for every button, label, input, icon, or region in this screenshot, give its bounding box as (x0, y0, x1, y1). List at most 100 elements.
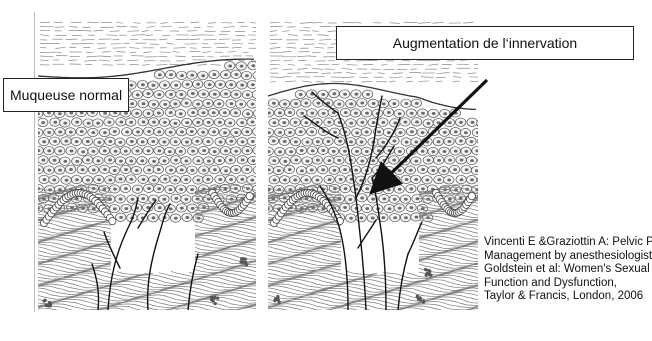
cell-nucleus (278, 131, 282, 134)
epithelial-cell (450, 185, 460, 193)
cell-nucleus (119, 216, 123, 219)
keratin-stroke (284, 60, 293, 61)
epithelial-cell (279, 100, 289, 108)
cell-nucleus (393, 198, 397, 201)
cell-nucleus (152, 121, 156, 124)
cell-nucleus (377, 130, 381, 133)
cell-nucleus (381, 216, 385, 219)
cell-nucleus (355, 150, 359, 153)
keratin-stroke (197, 64, 206, 65)
keratin-stroke (378, 73, 385, 74)
cell-nucleus (273, 121, 277, 124)
cell-nucleus (185, 102, 189, 105)
basal-cell (109, 218, 116, 225)
cell-nucleus (142, 102, 146, 105)
cell-nucleus (283, 178, 287, 181)
epithelial-cell (394, 185, 404, 193)
cell-nucleus (460, 159, 464, 162)
cell-nucleus (152, 84, 156, 87)
cell-nucleus (251, 159, 255, 162)
innervation-label: Augmentation de l‘innervation (336, 26, 634, 60)
cell-nucleus (360, 216, 364, 219)
epithelial-cell (44, 146, 54, 154)
epithelial-cell (170, 119, 180, 127)
epithelial-cell (137, 80, 147, 88)
cell-nucleus (398, 207, 402, 210)
gland-dot (278, 301, 281, 304)
cell-nucleus (448, 159, 452, 162)
cell-nucleus (245, 168, 249, 171)
cell-nucleus (398, 169, 402, 172)
epithelial-cell (384, 166, 394, 174)
epithelial-cell (401, 175, 411, 183)
cell-nucleus (251, 64, 255, 67)
cell-membrane (477, 176, 478, 184)
epithelial-cell (253, 71, 256, 79)
epithelial-cell (49, 137, 59, 145)
keratin-stroke (127, 31, 139, 32)
keratin-stroke (312, 68, 323, 69)
gland-dot (44, 299, 47, 302)
cell-nucleus (448, 121, 452, 124)
cell-nucleus (437, 159, 441, 162)
cell-nucleus (184, 198, 188, 201)
cell-nucleus (343, 93, 347, 96)
cell-nucleus (240, 65, 244, 68)
cell-nucleus (218, 121, 222, 124)
cell-nucleus (152, 103, 156, 106)
cell-nucleus (392, 159, 396, 162)
cell-nucleus (327, 121, 331, 124)
epithelial-cell (187, 89, 197, 97)
citation-line: Management by anesthesiologists. In: (484, 250, 652, 264)
epithelial-cell (38, 128, 43, 136)
cell-nucleus (230, 102, 234, 105)
cell-membrane (252, 90, 256, 98)
keratin-stroke (87, 56, 101, 57)
epithelial-cell (378, 175, 388, 183)
epithelial-cell (105, 176, 115, 184)
cell-nucleus (300, 149, 304, 152)
cell-nucleus (392, 139, 396, 142)
cell-nucleus (410, 206, 414, 209)
epithelial-cell (93, 119, 103, 127)
cell-nucleus (63, 122, 67, 125)
epithelial-cell (143, 109, 153, 117)
cell-nucleus (202, 149, 206, 152)
keratin-stroke (221, 23, 232, 24)
cell-nucleus (179, 93, 183, 96)
keratin-stroke (172, 51, 179, 52)
epithelial-cell (472, 128, 478, 136)
keratin-stroke (227, 52, 235, 53)
cell-nucleus (65, 179, 69, 182)
keratin-stroke (142, 64, 150, 65)
epithelial-cell (362, 90, 372, 98)
epithelial-cell (55, 166, 65, 174)
cell-nucleus (294, 159, 298, 162)
keratin-stroke (55, 47, 65, 48)
keratin-stroke (402, 60, 410, 61)
epithelial-cell (417, 109, 427, 117)
cell-nucleus (398, 150, 402, 153)
epithelial-cell (394, 204, 404, 212)
cell-nucleus (86, 179, 90, 182)
cell-nucleus (427, 159, 431, 162)
gland-dot (425, 268, 428, 271)
epithelial-cell (198, 166, 208, 174)
cell-nucleus (310, 130, 314, 133)
cell-nucleus (321, 168, 325, 171)
cell-nucleus (108, 179, 112, 182)
epithelial-cell (395, 128, 405, 136)
keratin-stroke (55, 35, 66, 36)
epithelial-cell (165, 108, 175, 116)
normal-mucosa-panel (38, 18, 256, 310)
epithelial-cell (269, 118, 279, 126)
cell-nucleus (234, 111, 238, 114)
cell-nucleus (349, 140, 353, 143)
basal-cell (246, 193, 253, 200)
cell-nucleus (114, 150, 118, 153)
epithelial-cell (105, 137, 115, 145)
epithelial-cell (208, 127, 218, 135)
cell-nucleus (300, 112, 304, 115)
cell-nucleus (151, 140, 155, 143)
cell-nucleus (184, 159, 188, 162)
